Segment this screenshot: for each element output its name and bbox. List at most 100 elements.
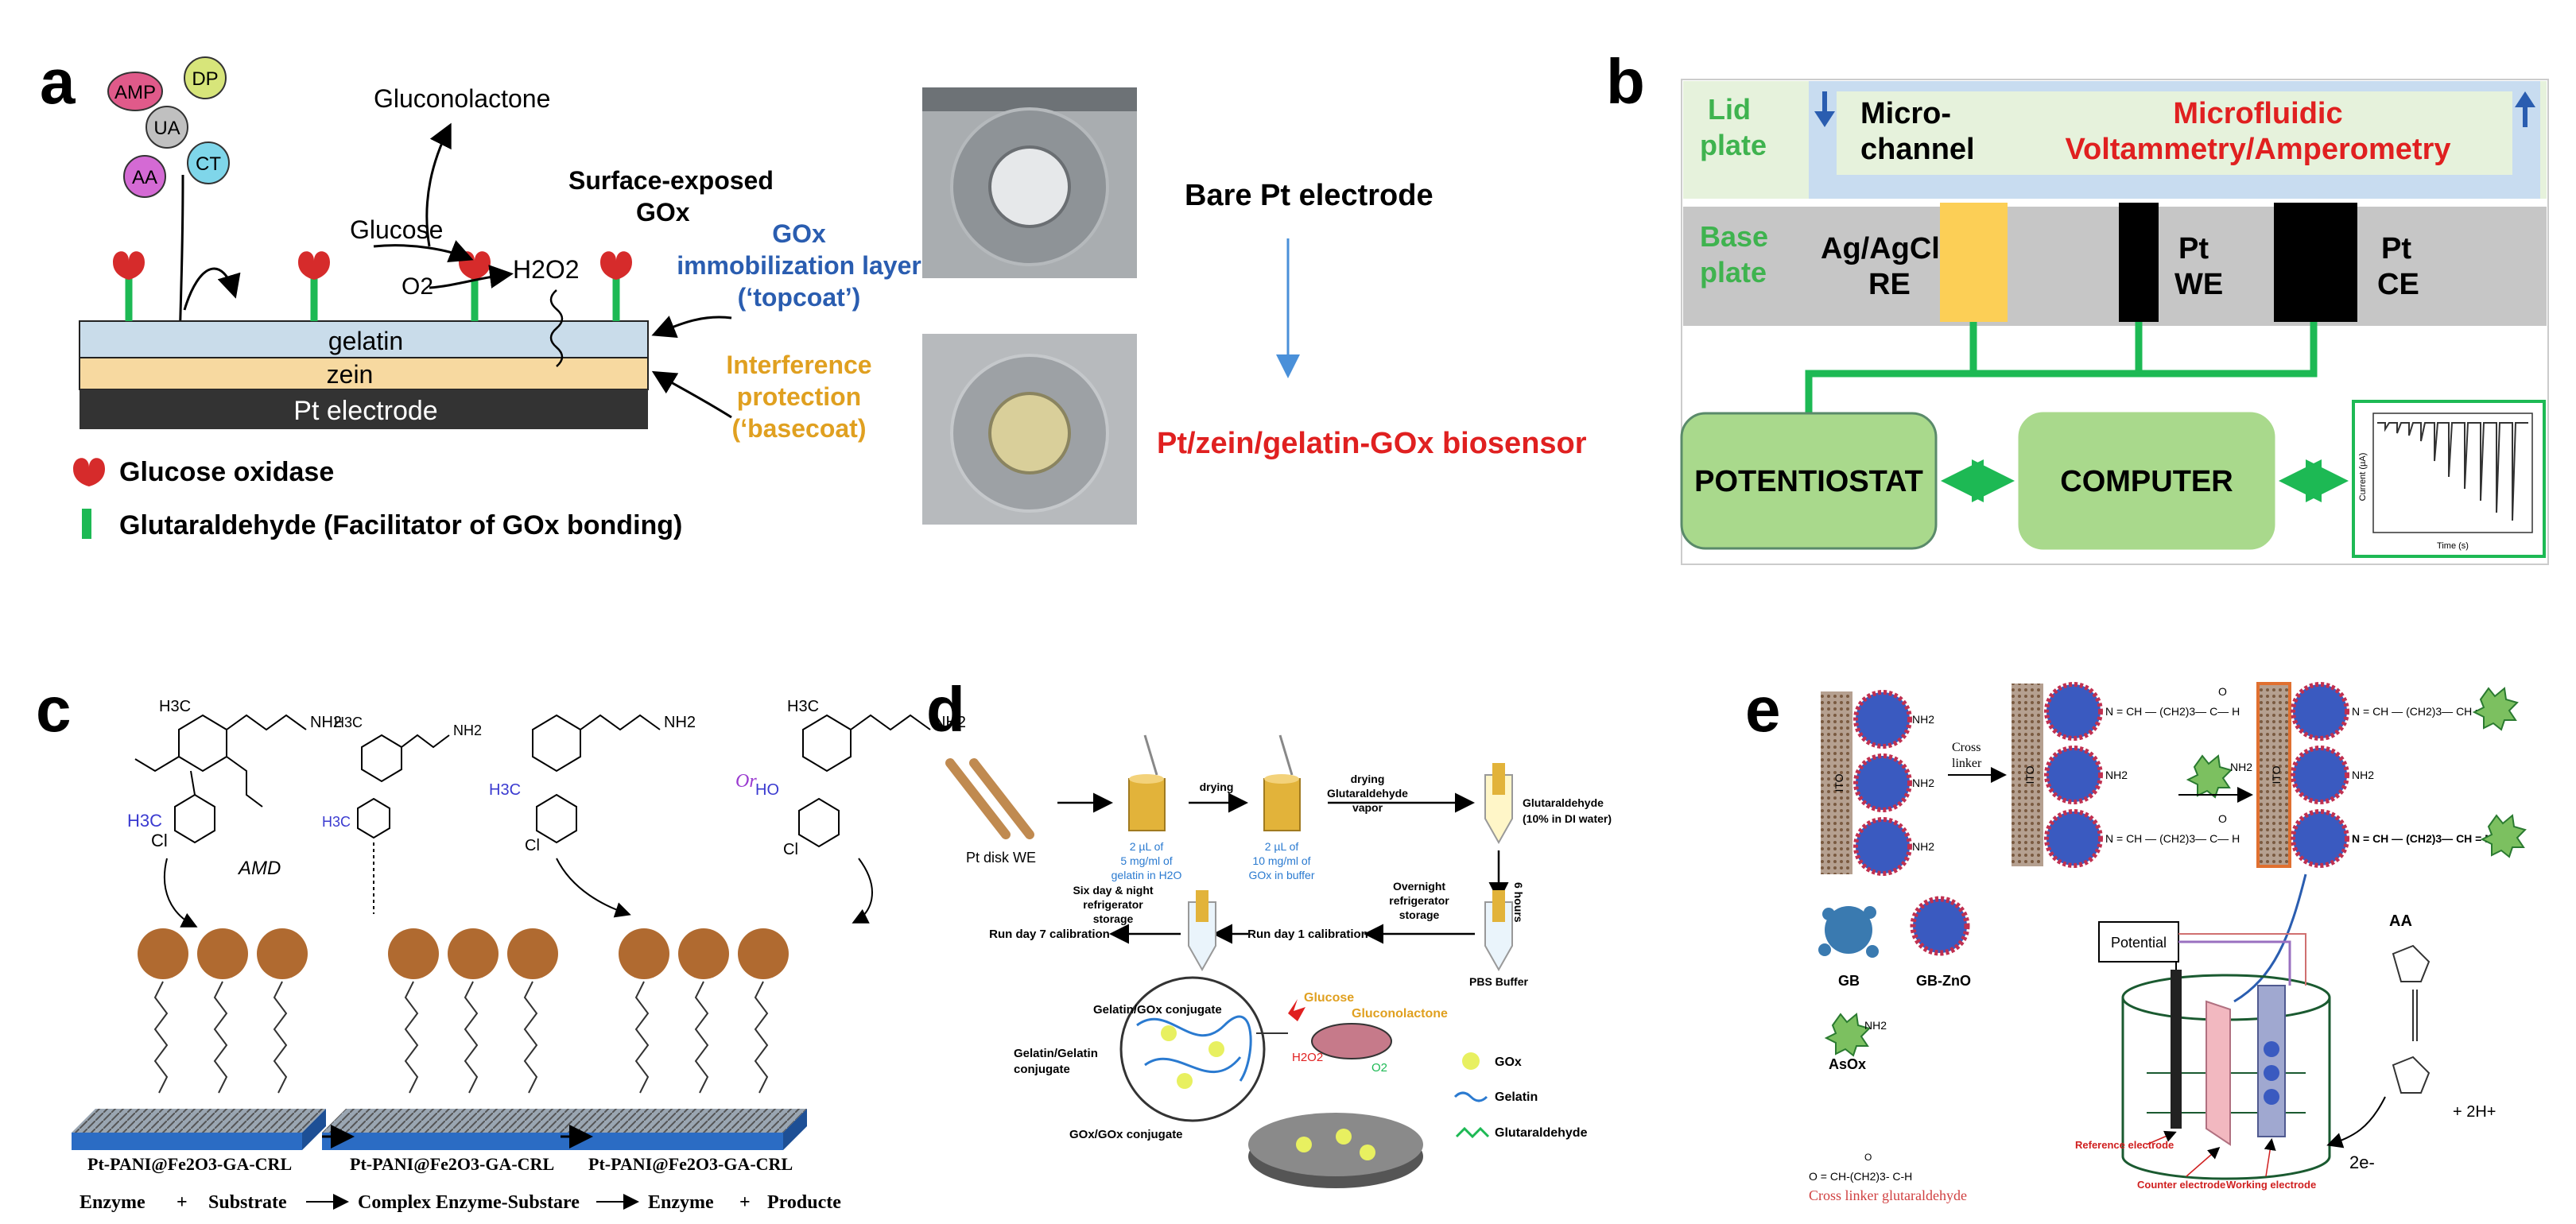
overnight-line3: storage (1399, 908, 1440, 921)
panel-label-c: c (36, 674, 72, 745)
reference-electrode (1940, 203, 2008, 322)
legend-ga-icon (82, 509, 91, 539)
gox-icon (298, 251, 330, 280)
svg-text:+: + (177, 1192, 188, 1213)
step2-line1: 2 µL of (1265, 840, 1299, 853)
amd-molecule-2 (357, 734, 450, 914)
amd-molecule-4 (798, 714, 931, 924)
reaction-bolt-icon (1288, 999, 1305, 1021)
panel-c: c H3C NH2 H3C Cl AMD H3C NH2 H3C (36, 674, 966, 1213)
ga-formula: O = CH-(CH2)3- C-H (1809, 1170, 1912, 1183)
interference-basecoat: (‘basecoat) (732, 414, 867, 443)
svg-text:Enzyme: Enzyme (80, 1192, 145, 1213)
svg-text:Enzyme: Enzyme (648, 1192, 714, 1213)
asox-label: AsOx (1829, 1056, 1866, 1072)
ga-tube-conc: (10% in DI water) (1523, 812, 1612, 825)
connection-wires (1805, 322, 2318, 413)
reference-rod (2171, 970, 2182, 1129)
bubble-aa (123, 155, 166, 198)
c4-ho-label: HO (755, 781, 779, 799)
c-label-1: Pt-PANI@Fe2O3-GA-CRL (87, 1154, 292, 1174)
legend-gox-label: Glucose oxidase (119, 457, 334, 487)
svg-text:+: + (739, 1192, 751, 1213)
h2o2-label: H2O2 (513, 255, 580, 284)
pt-disk-label: Pt disk WE (966, 850, 1036, 866)
potential-wire-ce (2178, 933, 2306, 986)
base-plate-label-2: plate (1700, 256, 1767, 289)
c4-nh2-label: NH2 (934, 714, 966, 731)
aa-label: AA (2389, 912, 2412, 930)
layer-zein-label: zein (327, 360, 374, 389)
c-nh2-label: NH2 (310, 714, 342, 731)
base-plate-label-1: Base (1700, 220, 1768, 253)
svg-text:ITO: ITO (1833, 773, 1845, 792)
pbs-label: PBS Buffer (1469, 975, 1528, 988)
e-nh2-1: NH2 (1912, 713, 1934, 726)
basecoat-arrow (651, 370, 732, 419)
we-label-2: WE (2174, 268, 2223, 301)
run-day1-label: Run day 1 calibration (1247, 928, 1368, 941)
svg-text:Producte: Producte (767, 1192, 841, 1213)
potential-wire-we (2178, 940, 2291, 986)
overnight-line2: refrigerator (1389, 894, 1449, 907)
layer-gelatin-label: gelatin (328, 327, 403, 355)
c-label-2: Pt-PANI@Fe2O3-GA-CRL (350, 1154, 554, 1174)
gox-icon (113, 251, 145, 280)
e-imine2-1: N = CH — (CH2)3— CH = N (2352, 705, 2493, 718)
interference-title: Interference (726, 351, 871, 379)
microfluidic-label: Microfluidic (2173, 97, 2342, 130)
glucose-label: Glucose (350, 215, 443, 244)
potential-box (2098, 921, 2179, 963)
storage-tube (1188, 890, 1216, 972)
ito-stage-2: ITO (2012, 682, 2103, 868)
d-glucose-label: Glucose (1304, 991, 1354, 1005)
panel-label-e: e (1745, 674, 1781, 745)
e-electron-arrow (2326, 1096, 2386, 1148)
electron-label: 2e- (2349, 1152, 2375, 1172)
surface-exposed-label: Surface-exposed (568, 166, 774, 195)
e-nh2-4: NH2 (2105, 769, 2128, 781)
panel-d: d Pt disk WE 2 µL of 5 mg/ml of gelatin … (926, 674, 1612, 1188)
overnight-line1: Overnight (1393, 880, 1445, 893)
lid-plate-label-2: plate (1700, 129, 1767, 161)
step2-line2: 10 mg/ml of (1252, 854, 1310, 867)
svg-text:ITO: ITO (2270, 765, 2283, 784)
pt-disk-electrode (945, 758, 1034, 839)
bubble-ua (145, 106, 188, 149)
base-plate (1683, 207, 2547, 326)
panel-label-a: a (40, 46, 76, 117)
e-o-1: O (2218, 685, 2227, 698)
ito-stage-3: ITO (2256, 682, 2349, 868)
gluconolactone-arrow (425, 122, 452, 247)
outlet-arrow-icon (2515, 91, 2535, 127)
interferent-bubbles: AMP DP UA AA CT (107, 56, 230, 198)
step1-line3: gelatin in H2O (1111, 869, 1182, 881)
gluconolactone-label: Gluconolactone (374, 84, 550, 113)
gb-label: GB (1838, 973, 1860, 989)
microchannel-label-1: Micro- (1860, 97, 1951, 130)
proton-label: + 2H+ (2453, 1103, 2496, 1121)
conj-gelatin-gox: Gelatin/GOx conjugate (1093, 1003, 1222, 1017)
ga-tube-label: Glutaraldehyde (1523, 796, 1604, 809)
gb-icon (1818, 906, 1879, 958)
asox-enzyme-icon (2186, 754, 2233, 799)
cross-linker-label-1: Cross (1952, 741, 1980, 754)
working-electrode-strip (2257, 985, 2286, 1137)
photo-bare-electrode (922, 87, 1137, 278)
h2o2-diffusion-wave (549, 289, 564, 367)
c4-cl-label: Cl (783, 841, 798, 858)
d-legend-gelatin: Gelatin (1495, 1090, 1538, 1104)
svg-text:Substrate: Substrate (208, 1192, 287, 1213)
layer-gelatin (79, 320, 649, 358)
d-gluconolactone-label: Gluconolactone (1352, 1007, 1448, 1021)
ga-o-label: O (1864, 1152, 1872, 1163)
e-nh2-3: NH2 (1912, 840, 1934, 853)
graph-xlabel: Time (s) (2437, 541, 2469, 551)
gox-layer-topcoat: (‘topcoat’) (738, 283, 861, 312)
bubble-dp (184, 56, 227, 99)
gox-drop-step (1263, 734, 1301, 831)
six-hours-label: 6 hours (1512, 882, 1525, 923)
layer-pt-label: Pt electrode (293, 396, 437, 426)
gox-icon (600, 251, 632, 280)
